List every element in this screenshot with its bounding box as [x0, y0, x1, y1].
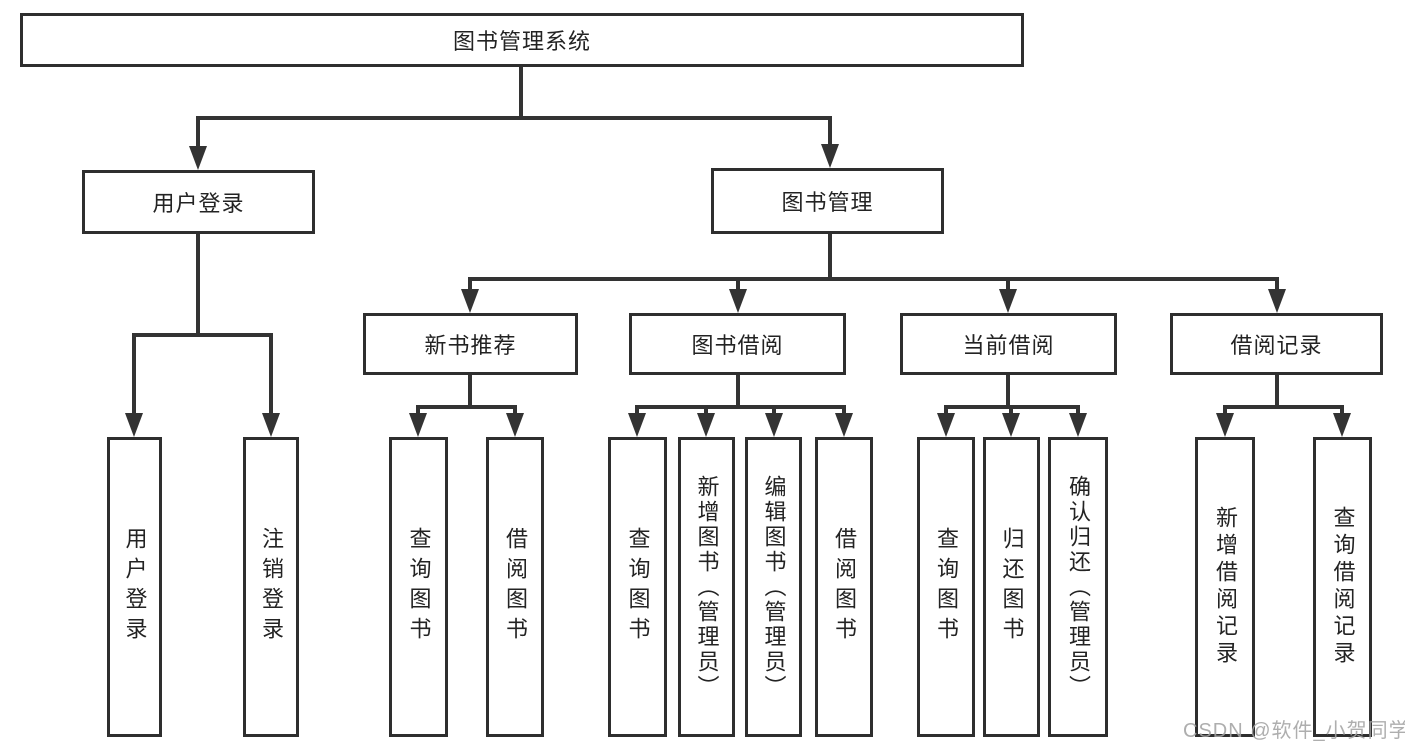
node-br-add-record: 新增借阅记录 [1195, 437, 1255, 737]
arrow-down-icon [765, 413, 783, 437]
connector-line [132, 333, 273, 337]
node-logout: 注销登录 [243, 437, 299, 737]
node-login: 用户登录 [107, 437, 162, 737]
node-bb-query-books: 查询图书 [608, 437, 667, 737]
node-current-borrow: 当前借阅 [900, 313, 1117, 375]
connector-line [828, 234, 832, 281]
node-new-book-recommend: 新书推荐 [363, 313, 578, 375]
arrow-down-icon [262, 413, 280, 437]
arrow-down-icon [1333, 413, 1351, 437]
connector-line [196, 116, 200, 152]
connector-line [635, 405, 639, 419]
node-root: 图书管理系统 [20, 13, 1024, 67]
node-book-management: 图书管理 [711, 168, 944, 234]
node-borrow-records: 借阅记录 [1170, 313, 1383, 375]
connector-line [196, 116, 832, 120]
connector-line [1076, 405, 1080, 419]
arrow-down-icon [506, 413, 524, 437]
node-bb-add-books-admin-label: 新增图书（管理员） [694, 474, 720, 700]
node-login-label: 用户登录 [122, 527, 148, 647]
connector-line [468, 277, 1279, 281]
node-new-book-recommend-label: 新书推荐 [424, 333, 517, 358]
connector-line [736, 277, 740, 295]
node-current-borrow-label: 当前借阅 [962, 333, 1055, 358]
node-nbr-borrow-books: 借阅图书 [486, 437, 544, 737]
connector-line [513, 405, 517, 419]
connector-line [269, 333, 273, 419]
node-cb-confirm-return-admin-label: 确认归还（管理员） [1066, 474, 1091, 700]
node-user-login-label: 用户登录 [152, 191, 245, 216]
node-cb-query-books-label: 查询图书 [934, 527, 959, 647]
connector-line [704, 405, 708, 419]
connector-line [842, 405, 846, 419]
connector-line [519, 67, 523, 120]
arrow-down-icon [729, 289, 747, 313]
arrow-down-icon [835, 413, 853, 437]
node-nbr-query-books: 查询图书 [389, 437, 448, 737]
connector-line [1340, 405, 1344, 419]
arrow-down-icon [409, 413, 427, 437]
connector-line [1275, 277, 1279, 295]
watermark: CSDN @软件_小贺同学 [1183, 720, 1405, 742]
node-bb-query-books-label: 查询图书 [625, 527, 651, 647]
node-bb-borrow-books-label: 借阅图书 [832, 527, 857, 647]
connector-line [828, 116, 832, 150]
arrow-down-icon [461, 289, 479, 313]
connector-line [1006, 375, 1010, 409]
node-cb-return-books-label: 归还图书 [999, 527, 1025, 647]
connector-line [1223, 405, 1227, 419]
arrow-down-icon [1268, 289, 1286, 313]
connector-line [132, 333, 136, 419]
arrow-down-icon [821, 144, 839, 168]
connector-line [1009, 405, 1013, 419]
connector-line [635, 405, 708, 409]
connector-line [772, 405, 776, 419]
node-user-login: 用户登录 [82, 170, 315, 234]
connector-line [416, 405, 517, 409]
arrow-down-icon [937, 413, 955, 437]
arrow-down-icon [125, 413, 143, 437]
node-book-borrow: 图书借阅 [629, 313, 846, 375]
arrow-down-icon [189, 146, 207, 170]
node-book-borrow-label: 图书借阅 [691, 333, 784, 358]
node-root-label: 图书管理系统 [452, 29, 591, 54]
node-cb-return-books: 归还图书 [983, 437, 1040, 737]
node-bb-add-books-admin: 新增图书（管理员） [678, 437, 735, 737]
connector-line [944, 405, 948, 419]
arrow-down-icon [999, 289, 1017, 313]
node-bb-edit-books-admin-label: 编辑图书（管理员） [761, 474, 787, 700]
node-br-add-record-label: 新增借阅记录 [1213, 506, 1238, 668]
connector-line [468, 277, 472, 295]
node-logout-label: 注销登录 [259, 527, 284, 647]
connector-line [468, 375, 472, 409]
arrow-down-icon [697, 413, 715, 437]
node-nbr-borrow-books-label: 借阅图书 [503, 527, 528, 647]
node-br-query-record: 查询借阅记录 [1313, 437, 1372, 737]
node-cb-query-books: 查询图书 [917, 437, 975, 737]
node-cb-confirm-return-admin: 确认归还（管理员） [1048, 437, 1108, 737]
node-book-management-label: 图书管理 [781, 190, 874, 215]
connector-line [1275, 375, 1279, 409]
node-nbr-query-books-label: 查询图书 [406, 527, 432, 647]
connector-line [1223, 405, 1344, 409]
connector-line [416, 405, 420, 419]
arrow-down-icon [1069, 413, 1087, 437]
node-br-query-record-label: 查询借阅记录 [1330, 506, 1356, 668]
arrow-down-icon [1002, 413, 1020, 437]
connector-line [1006, 277, 1010, 295]
node-bb-edit-books-admin: 编辑图书（管理员） [745, 437, 802, 737]
connector-line [736, 375, 740, 409]
connector-line [196, 234, 200, 337]
node-bb-borrow-books: 借阅图书 [815, 437, 873, 737]
arrow-down-icon [1216, 413, 1234, 437]
node-borrow-records-label: 借阅记录 [1230, 333, 1323, 358]
arrow-down-icon [628, 413, 646, 437]
